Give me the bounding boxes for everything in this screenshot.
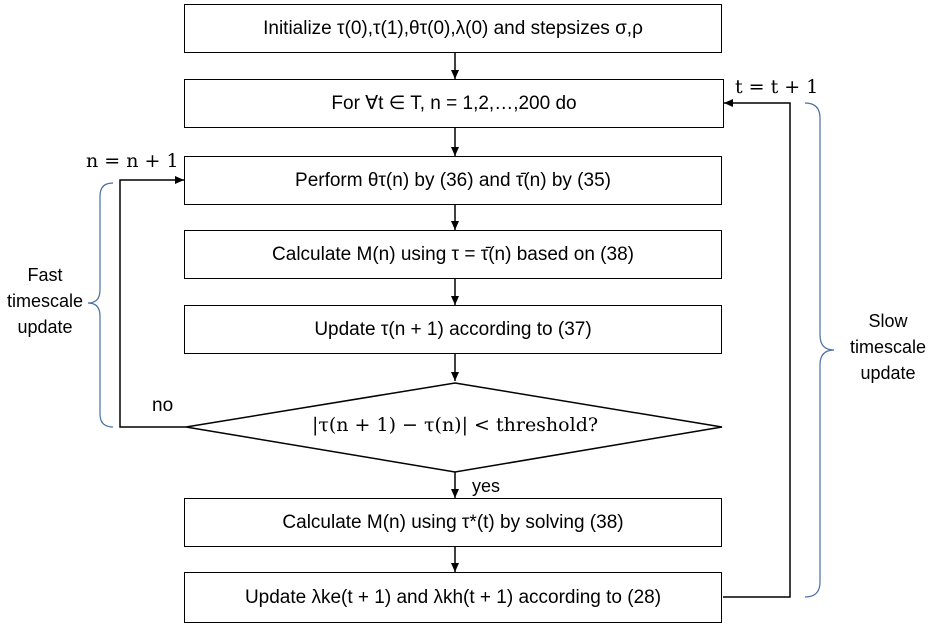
perform-text: Perform θτ(n) by (36) and τ̄(n) by (35) <box>295 169 611 191</box>
init-text: Initialize τ(0),τ(1),θτ(0),λ(0) and step… <box>263 17 643 39</box>
fast-brace <box>87 182 114 428</box>
yes-label: yes <box>472 476 501 496</box>
init-box: Initialize τ(0),τ(1),θτ(0),λ(0) and step… <box>184 4 722 53</box>
fast-loop-line <box>119 176 186 428</box>
no-label: no <box>152 395 174 416</box>
calc-m-avg-text: Calculate M(n) using τ = τ̄(n) based on … <box>272 243 634 265</box>
slow-loop-line <box>723 99 791 598</box>
update-tau-text: Update τ(n + 1) according to (37) <box>314 318 592 340</box>
calc-m-opt-text: Calculate M(n) using τ*(t) by solving (3… <box>282 511 624 533</box>
t-increment-label: t = t + 1 <box>735 76 819 98</box>
calc-m-avg-box: Calculate M(n) using τ = τ̄(n) based on … <box>184 230 722 279</box>
update-tau-box: Update τ(n + 1) according to (37) <box>184 305 722 354</box>
perform-box: Perform θτ(n) by (36) and τ̄(n) by (35) <box>184 156 722 205</box>
update-lambda-text: Update λke(t + 1) and λkh(t + 1) accordi… <box>244 586 662 608</box>
update-lambda-box: Update λke(t + 1) and λkh(t + 1) accordi… <box>184 572 722 623</box>
fast-timescale-label: Fast timescale update <box>6 265 84 337</box>
decision-text: |τ(n + 1) − τ(n)| < threshold? <box>311 414 599 436</box>
slow-timescale-label: Slow timescale update <box>849 311 927 383</box>
n-increment-label: n = n + 1 <box>86 150 179 172</box>
decision-diamond <box>185 382 723 473</box>
for-loop-box: For ∀t ∈ T, n = 1,2,…,200 do <box>184 79 724 128</box>
calc-m-opt-box: Calculate M(n) using τ*(t) by solving (3… <box>184 498 722 547</box>
for-loop-text: For ∀t ∈ T, n = 1,2,…,200 do <box>331 93 577 114</box>
slow-brace <box>804 102 835 598</box>
